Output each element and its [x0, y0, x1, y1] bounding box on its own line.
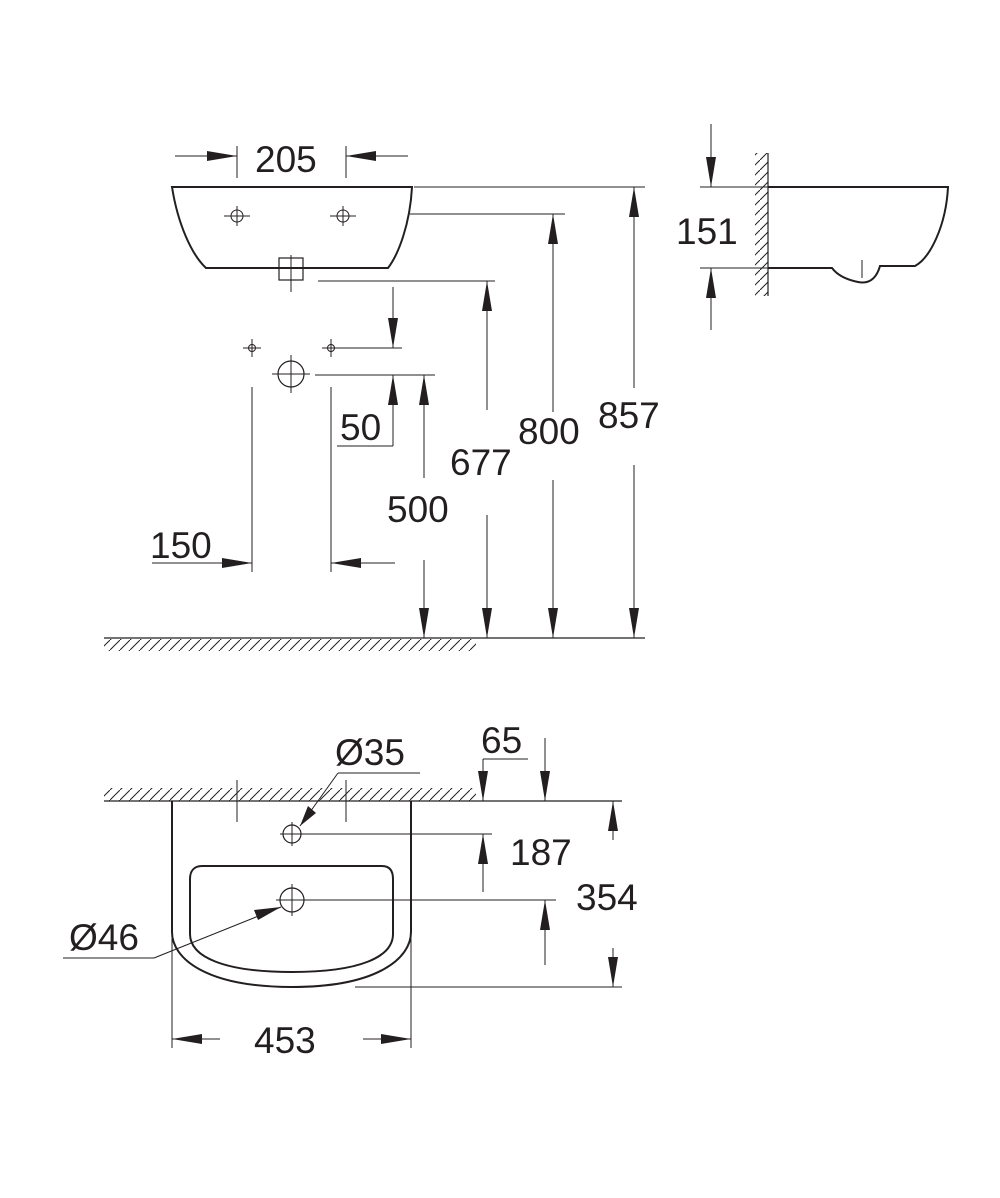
- plan-tap-hole: [280, 822, 304, 846]
- dim-projection: 354: [576, 877, 638, 918]
- plan-waste: [276, 884, 308, 916]
- dim-depth-at-wall: 151: [676, 211, 738, 252]
- basin-side-outline: [768, 186, 950, 284]
- basin-plan-outer: [171, 801, 412, 989]
- basin-front-outline: [170, 186, 414, 269]
- side-view: 151: [676, 124, 950, 330]
- waste-wall-connection: [272, 355, 310, 393]
- dim-height-rim: 857: [598, 395, 660, 436]
- dim-height-waste: 500: [387, 489, 449, 530]
- basin-plan-inner: [189, 865, 394, 974]
- dim-waste-diameter: Ø46: [69, 917, 139, 958]
- dim-width-top: 205: [255, 139, 317, 180]
- basin-tap-hole-right: [330, 206, 356, 226]
- dim-tap-hole-spacing: 150: [150, 525, 212, 566]
- basin-tap-hole-left: [224, 206, 250, 226]
- dim-wall-to-tap-hole: 65: [481, 720, 522, 761]
- front-view: 205 50: [104, 139, 660, 651]
- plan-view: Ø35 Ø46 65 187 354: [63, 720, 638, 1061]
- side-wall-hatch: [755, 153, 768, 296]
- dim-overall-width: 453: [254, 1020, 316, 1061]
- plan-wall-hatch: [104, 788, 476, 801]
- dim-wall-to-waste: 187: [510, 832, 572, 873]
- dim-height-bottom: 677: [450, 442, 512, 483]
- wall-fixing-left: [243, 339, 261, 357]
- dim-tap-hole-diameter: Ø35: [335, 732, 405, 773]
- dim-height-tap-deck: 800: [518, 411, 580, 452]
- dim-tap-hole-offset: 50: [340, 407, 381, 448]
- wall-fixing-right: [322, 339, 340, 357]
- floor-hatch: [104, 639, 476, 651]
